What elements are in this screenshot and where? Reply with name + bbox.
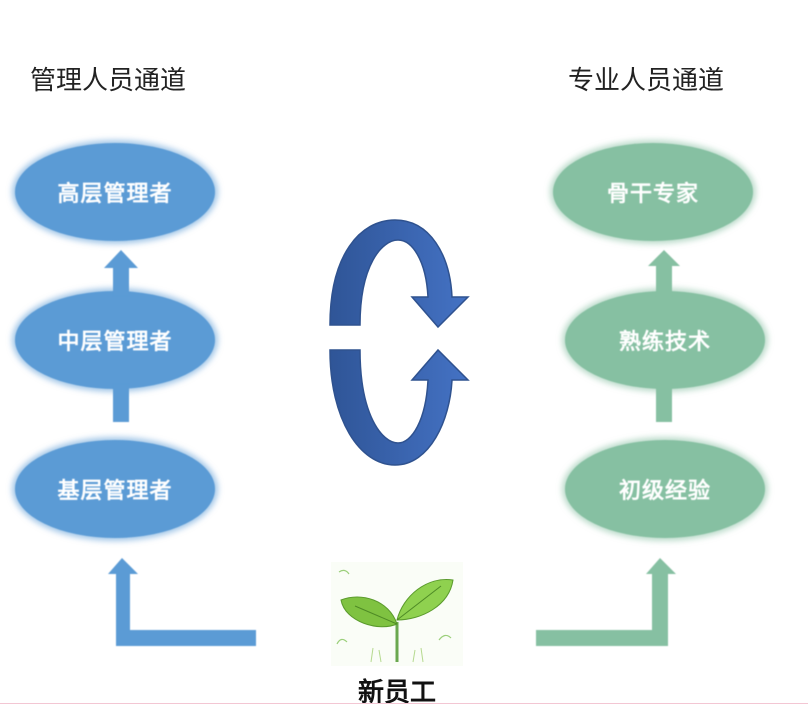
pro-connector-mid	[656, 384, 672, 422]
pro-entry-arrow	[536, 558, 676, 646]
senior-expert-node: 骨干专家	[553, 143, 753, 241]
entry-level-node: 初级经验	[565, 440, 765, 538]
professional-track-title: 专业人员通道	[568, 66, 725, 96]
cycle-bottom-arc	[329, 348, 470, 466]
management-track-title: 管理人员通道	[30, 66, 187, 96]
junior-manager-node: 基层管理者	[15, 440, 215, 538]
mgmt-entry-arrow	[108, 558, 256, 646]
mgmt-up-arrow-top	[104, 250, 138, 296]
skilled-technician-node: 熟练技术	[565, 291, 765, 389]
middle-manager-node: 中层管理者	[15, 291, 215, 389]
cycle-top-arc	[329, 219, 470, 329]
seedling-icon	[331, 562, 463, 666]
pro-up-arrow-top	[648, 250, 680, 296]
senior-manager-node: 高层管理者	[15, 143, 215, 241]
cycle-arrows-icon	[329, 219, 470, 466]
bottom-divider	[0, 703, 808, 704]
mgmt-connector-mid	[113, 384, 129, 422]
